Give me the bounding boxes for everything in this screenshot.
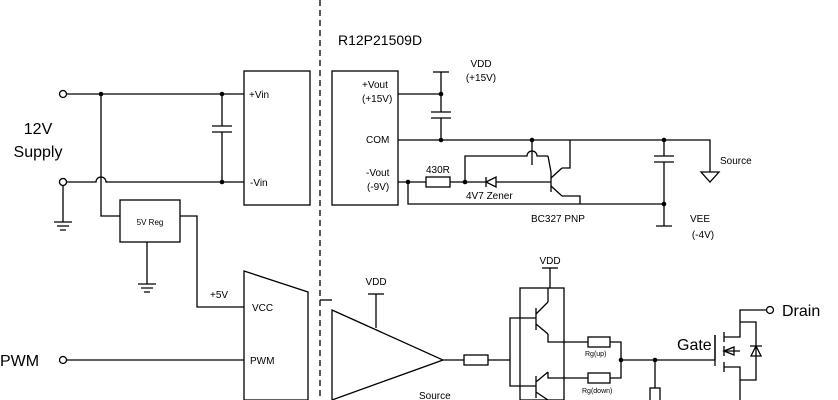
pnp-label: BC327 PNP: [531, 214, 585, 225]
zener-diode-icon: [484, 175, 497, 189]
gate-label: Gate: [677, 337, 712, 354]
buffer-amplifier-icon: [331, 308, 445, 400]
output-capacitor-positive: [431, 94, 451, 140]
buffer-source-label: Source: [419, 391, 451, 400]
totem-pole-block: [519, 287, 565, 400]
vdd-label-line2: (+15V): [466, 73, 496, 84]
rg-down-label: Rg(down): [582, 388, 612, 395]
feedback-wire: [464, 150, 548, 182]
vin-negative-pin-label: -Vin: [250, 178, 268, 189]
resistor-430r: [425, 176, 451, 188]
vout-positive-pin-label-2: (+15V): [362, 94, 392, 105]
input-capacitor: [212, 94, 232, 182]
output-capacitor-negative: [654, 140, 674, 204]
source-reference-icon: [699, 171, 721, 183]
vcc-pin-label: VCC: [252, 303, 273, 314]
vee-label-line2: (-4V): [692, 230, 714, 241]
vee-label-line1: VEE: [690, 214, 710, 225]
drain-terminal: [765, 305, 775, 315]
buffer-output-resistor: [463, 354, 489, 366]
resistor-rg-up: [587, 336, 611, 348]
input-supply-section: 12V Supply 5V Reg +5V PWM +Vin -Vin: [0, 70, 311, 400]
module-part-label: R12P21509D: [338, 32, 422, 48]
pwm-input-terminal: [58, 355, 68, 365]
vee-rail-bar: [656, 204, 672, 227]
rg-up-label: Rg(up): [585, 351, 606, 358]
totem-base-wire: [509, 317, 536, 387]
ground-symbol-icon: [138, 283, 156, 293]
supply-label-line2: Supply: [14, 144, 63, 161]
vee-wire: [407, 182, 664, 205]
lower-pnp-icon: [535, 371, 549, 400]
ground-symbol-icon: [54, 221, 72, 231]
gate-pulldown-resistor: [649, 387, 661, 400]
com-wire: [398, 139, 711, 172]
com-pin-label: COM: [366, 135, 389, 146]
gate-driver-input-block: [243, 270, 309, 400]
source-label: Source: [720, 156, 752, 167]
vdd-label-line1: VDD: [470, 59, 491, 70]
vout-negative-pin-label-2: (-9V): [367, 182, 389, 193]
regulator-input-wire: [100, 94, 120, 217]
drain-label: Drain: [782, 303, 820, 320]
supply-positive-terminal: [58, 89, 68, 99]
regulator-5v-block: [119, 199, 181, 243]
vout-positive-pin-label-1: +Vout: [362, 80, 388, 91]
stage-vdd-label: VDD: [539, 256, 560, 267]
regulator-label: 5V Reg: [137, 218, 164, 227]
body-diode-icon: [749, 344, 763, 357]
pwm-input-label: PWM: [0, 353, 39, 370]
upper-npn-icon: [535, 301, 549, 335]
drain-wire: [724, 309, 766, 338]
rail-5v-wire: [180, 215, 244, 308]
buffer-vdd-label: VDD: [365, 277, 386, 288]
dcdc-output-block: [331, 70, 399, 206]
rail-5v-label: +5V: [210, 290, 228, 301]
pwm-pin-label: PWM: [250, 356, 274, 367]
gate-driver-output-section: VDD Source VDD Rg(up) Rg(down) Gate: [320, 256, 820, 400]
resistor-rg-down: [587, 372, 611, 384]
vin-negative-wire: [67, 176, 244, 183]
output-supply-section: +Vout (+15V) COM -Vout (-9V) VDD (+15V) …: [331, 59, 752, 241]
resistor-430r-label: 430R: [426, 165, 450, 176]
dcdc-input-block: [243, 70, 311, 206]
zener-label: 4V7 Zener: [466, 191, 513, 202]
pnp-transistor-icon: [550, 167, 563, 197]
vin-positive-pin-label: +Vin: [249, 90, 269, 101]
vdd-wire: [398, 72, 442, 95]
body-diode-wire: [740, 321, 757, 381]
supply-label-line1: 12V: [24, 121, 53, 138]
vout-negative-pin-label-1: -Vout: [366, 168, 390, 179]
